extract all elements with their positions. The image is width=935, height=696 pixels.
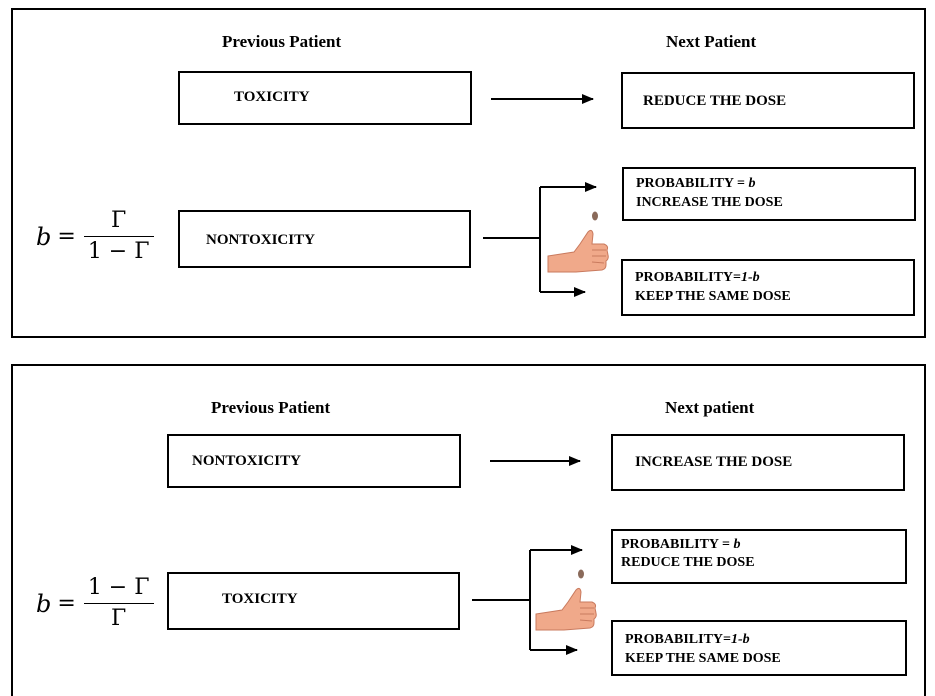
bottom-option-a-prob-prefix: PROBABILITY = <box>621 537 734 552</box>
top-header-previous-patient: Previous Patient <box>222 32 342 51</box>
top-option-a-prob-prefix: PROBABILITY = <box>636 176 749 191</box>
bottom-panel <box>11 364 926 696</box>
bottom-formula-fraction-bar <box>83 603 154 604</box>
top-formula-eq: = <box>57 224 76 249</box>
bottom-option-a-box: PROBABILITY = b REDUCE THE DOSE <box>611 529 907 584</box>
top-option-a-box: PROBABILITY = b INCREASE THE DOSE <box>622 167 916 221</box>
bottom-option-b-box: PROBABILITY=1-b KEEP THE SAME DOSE <box>611 620 907 676</box>
top-formula-numerator: Γ <box>111 208 127 233</box>
top-formula-fraction-bar <box>83 236 154 237</box>
top-left-box-2-label: NONTOXICITY <box>206 232 315 248</box>
top-right-box-1: REDUCE THE DOSE <box>621 72 915 129</box>
top-option-b-probability: PROBABILITY=1-b <box>635 268 760 287</box>
bottom-option-a-action: REDUCE THE DOSE <box>621 555 755 570</box>
bottom-formula-var: b <box>36 589 52 618</box>
bottom-option-a-prob-var: b <box>733 537 741 552</box>
top-option-a-action: INCREASE THE DOSE <box>636 195 783 210</box>
top-option-b-box: PROBABILITY=1-b KEEP THE SAME DOSE <box>621 259 915 316</box>
top-formula-denominator: 1 − Γ <box>87 239 150 264</box>
top-option-b-action: KEEP THE SAME DOSE <box>635 289 791 304</box>
bottom-formula-denominator: Γ <box>111 606 127 631</box>
bottom-left-box-2: TOXICITY <box>167 572 460 630</box>
top-formula-var: b <box>36 222 52 251</box>
bottom-option-b-prob-prefix: PROBABILITY= <box>625 632 731 647</box>
top-option-a-probability: PROBABILITY = b <box>636 174 755 193</box>
top-right-box-1-label: REDUCE THE DOSE <box>643 93 787 109</box>
top-option-b-prob-prefix: PROBABILITY= <box>635 270 741 285</box>
thumbs-up-coin-flip-icon <box>547 211 609 273</box>
bottom-header-previous-patient: Previous Patient <box>211 398 331 417</box>
top-left-box-2: NONTOXICITY <box>178 210 471 268</box>
bottom-option-b-probability: PROBABILITY=1-b <box>625 630 750 649</box>
thumbs-up-coin-flip-icon <box>535 569 597 631</box>
bottom-option-b-action: KEEP THE SAME DOSE <box>625 651 781 666</box>
bottom-right-box-1-label: INCREASE THE DOSE <box>635 454 793 470</box>
top-left-box-1: TOXICITY <box>178 71 472 125</box>
bottom-header-next-patient: Next patient <box>665 398 755 417</box>
bottom-formula-numerator: 1 − Γ <box>87 575 150 600</box>
bottom-left-box-1: NONTOXICITY <box>167 434 461 488</box>
bottom-option-a-probability: PROBABILITY = b <box>621 535 740 554</box>
bottom-left-box-1-label: NONTOXICITY <box>192 453 301 469</box>
bottom-right-box-1: INCREASE THE DOSE <box>611 434 905 491</box>
bottom-formula: b = 1 − Γ Γ <box>36 573 154 634</box>
top-option-a-prob-var: b <box>748 176 756 191</box>
top-panel <box>11 8 926 338</box>
bottom-option-b-prob-var: 1-b <box>731 632 750 647</box>
top-formula: b = Γ 1 − Γ <box>36 206 154 267</box>
bottom-formula-eq: = <box>57 591 76 616</box>
top-formula-fraction: Γ 1 − Γ <box>83 206 154 267</box>
top-option-b-prob-var: 1-b <box>741 270 760 285</box>
top-header-next-patient: Next Patient <box>666 32 757 51</box>
top-left-box-1-label: TOXICITY <box>234 89 310 105</box>
bottom-formula-fraction: 1 − Γ Γ <box>83 573 154 634</box>
bottom-left-box-2-label: TOXICITY <box>222 591 298 607</box>
